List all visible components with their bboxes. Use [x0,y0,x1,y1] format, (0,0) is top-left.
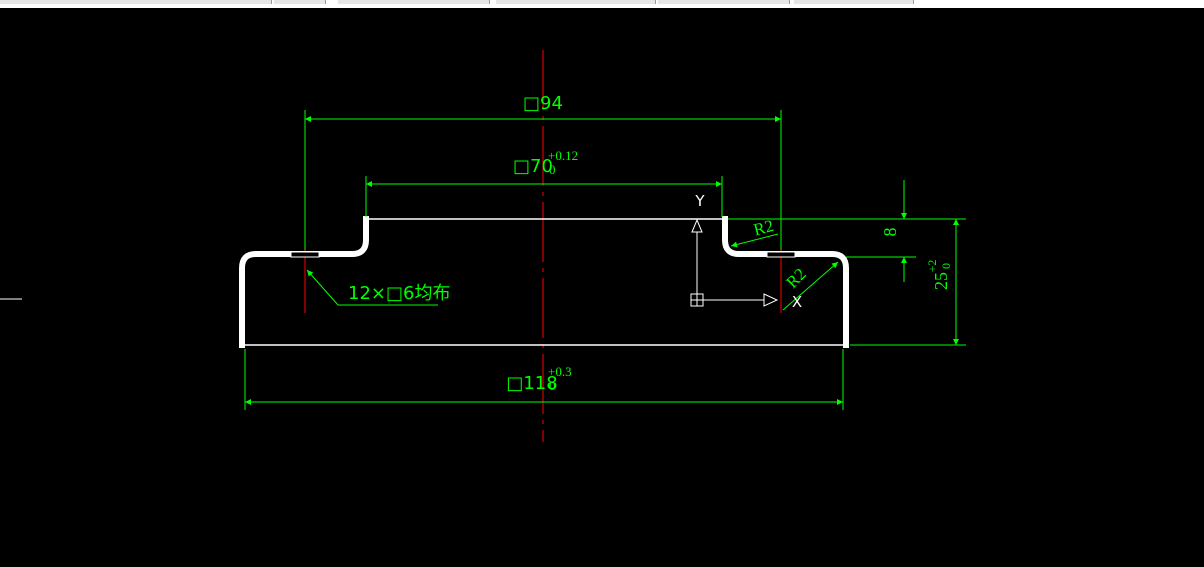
ucs-y-label: Y [694,192,705,210]
dim-inner-tol-upper: +0.12 [548,148,578,163]
dim-bottom-tol-lower: 0 [549,378,556,393]
toolbar-lineweight-control[interactable] [658,0,790,4]
dim-radius-lower[interactable] [782,261,839,311]
dim-total-height-label: 25 [931,272,951,290]
toolbar-dropdown[interactable] [274,0,326,4]
hole-note-label: 12×□6均布 [348,283,450,304]
toolbar-layer-control[interactable] [0,0,272,4]
drawing-canvas[interactable]: □94 □70 +0.12 0 □118 +0.3 0 R2 R2 8 25 +… [0,8,1204,567]
toolbar-plotstyle-control[interactable] [794,0,914,4]
dim-inner-width-label: □70 [513,156,553,177]
dim-radius-lower-label: R2 [782,264,809,291]
hole-note-leader[interactable] [306,269,438,306]
dim-bottom-width[interactable] [244,349,844,410]
dim-top-width-label: □94 [523,93,563,114]
dim-inner-tol-lower: 0 [549,162,556,177]
hole-slot-right [766,251,796,258]
dim-height-tol-upper: +2 [925,260,939,273]
dim-bottom-width-label: □118 [506,373,557,394]
dim-top-width[interactable] [304,110,782,250]
dim-radius-upper-label: R2 [752,216,776,239]
toolbar-color-control[interactable] [338,0,490,4]
ucs-icon [690,218,779,307]
dim-total-height[interactable] [850,219,966,346]
ucs-x-label: X [792,293,802,311]
toolbar-strip [0,0,1204,8]
dim-bottom-tol-upper: +0.3 [548,364,572,379]
dim-step-height-label: 8 [880,228,900,237]
dim-radius-upper[interactable] [730,233,779,248]
toolbar-linetype-control[interactable] [496,0,656,4]
dim-inner-width[interactable] [365,176,723,217]
dim-step-height[interactable] [728,180,966,282]
dim-height-tol-lower: 0 [939,263,953,269]
hole-slot-left [290,251,320,258]
